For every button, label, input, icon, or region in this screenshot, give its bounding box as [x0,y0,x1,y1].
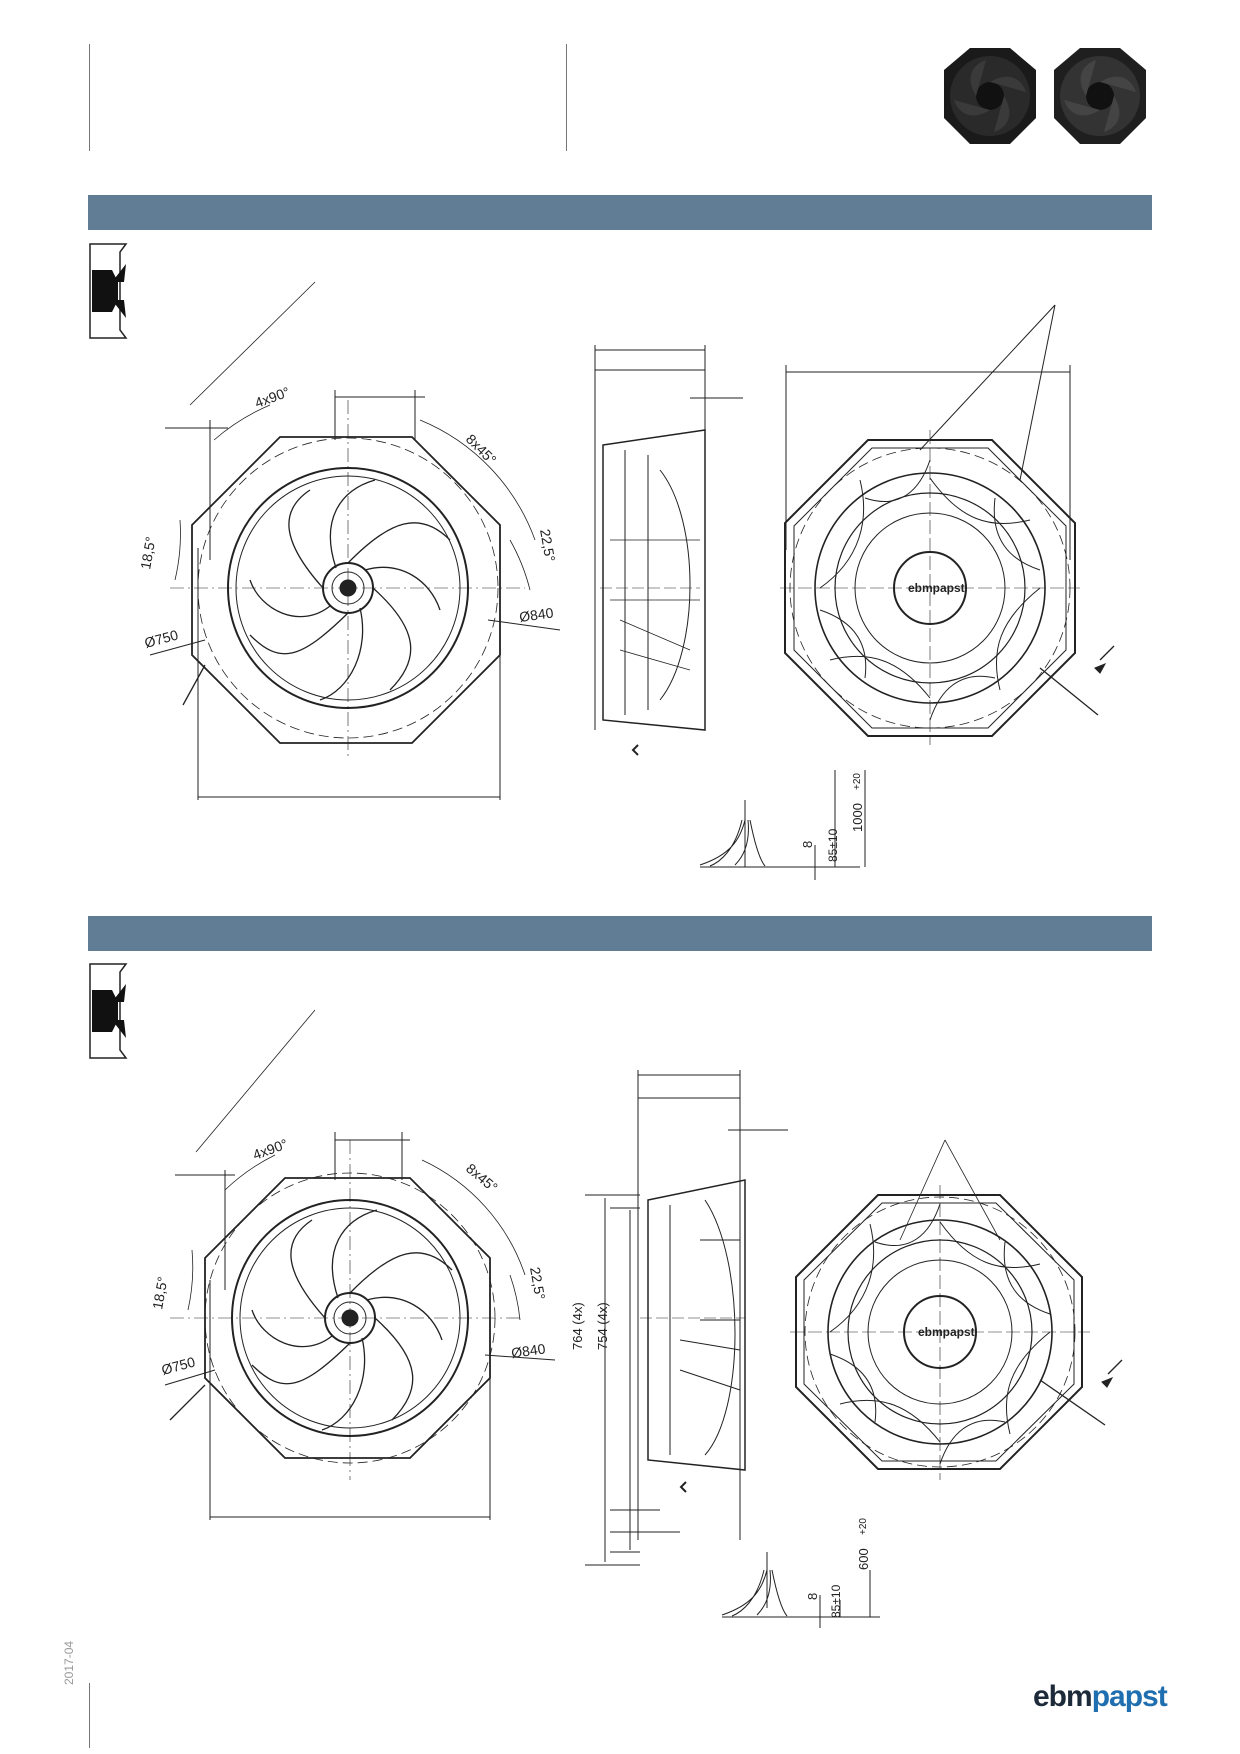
side-view-bottom [585,1070,788,1566]
label-754: 754 (4x) [595,1302,610,1350]
section-band-bottom [88,916,1152,951]
product-photo-fan-1 [944,48,1036,144]
document-date: 2017-04 [62,1640,76,1685]
mounting-icon-top [89,243,128,339]
mounting-icon-bottom [89,963,128,1059]
label-dia-840: Ø840 [518,604,554,625]
header-divider-right [566,44,567,151]
brand-logo: ebmpapst [1033,1680,1168,1714]
side-view-top [594,345,743,756]
label-22-5: 22,5° [537,528,558,563]
footer-divider [89,1683,90,1748]
label-18-5: 18,5° [137,535,158,570]
label-cable-85: 85±10 [829,1584,843,1618]
section-band-top [88,195,1152,230]
label-cable-85: 85±10 [826,828,840,862]
product-photo-fan-2 [1054,48,1146,144]
label-764: 764 (4x) [570,1302,585,1350]
label-dia-750: Ø750 [160,1354,197,1378]
label-22-5: 22,5° [527,1266,548,1301]
cable-detail-top [699,770,866,880]
rear-view-top [780,304,1115,745]
rear-view-bottom [790,1139,1123,1480]
front-view-top [149,281,561,800]
product-photo [944,48,1146,144]
label-18-5: 18,5° [149,1275,170,1310]
drawing-bottom: 4x90° 8x45° 18,5° 22,5° Ø750 Ø840 764 (4… [149,1009,1123,1628]
label-cable-8: 8 [800,841,815,848]
label-dia-750: Ø750 [143,627,180,651]
label-cable-tolerance: +20 [852,773,863,790]
label-cable-8: 8 [805,1593,820,1600]
header-divider-left [89,44,90,151]
brand-logo-papst: papst [1091,1680,1168,1713]
label-cable-tolerance: +20 [858,1518,869,1535]
label-cable-length: 1000 [850,803,865,832]
brand-logo-ebm: ebm [1033,1680,1093,1713]
label-dia-840: Ø840 [510,1340,546,1361]
brand-mark-rear: ebmpapst [908,581,965,595]
brand-mark-rear: ebmpapst [918,1325,975,1339]
front-view-bottom [164,1009,556,1520]
label-8x45: 8x45° [463,431,500,468]
label-4x90: 4x90° [253,383,292,410]
cable-detail-bottom [721,1552,880,1628]
drawing-top: 4x90° 8x45° 18,5° 22,5° Ø750 Ø840 ebmpap… [137,281,1115,880]
label-cable-length: 600 [856,1548,871,1570]
label-4x90: 4x90° [251,1135,290,1162]
